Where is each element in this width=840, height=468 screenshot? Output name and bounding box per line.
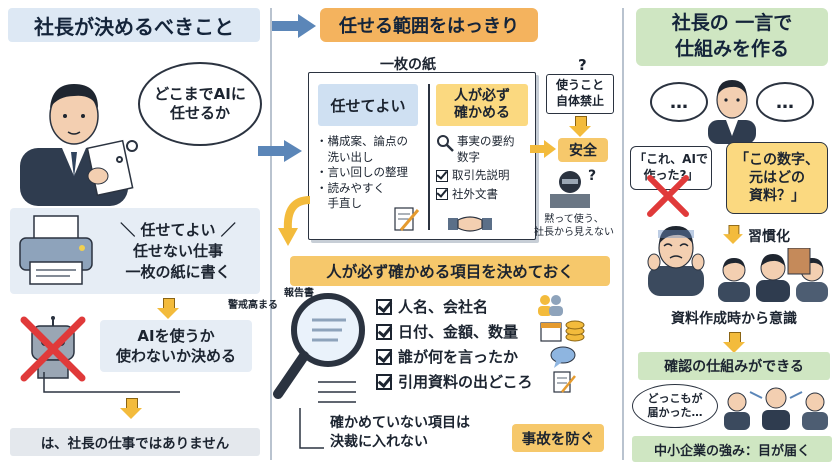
check-item-row: 人名、会社名 [376,294,536,319]
bubble-number-source: 「この数字、 元はどの 資料？」 [726,142,828,214]
dots-text: … [670,91,688,113]
check-item-row: 引用資料の出どころ [376,369,536,394]
must-item: 取引先説明 [452,168,510,183]
checkbox-icon [376,348,392,365]
must-item: 社外文書 [452,186,498,201]
habit-label: 習慣化 [748,229,790,245]
prevent-label: 事故を防ぐ [512,424,604,452]
must-item: 事実の要約 数字 [457,134,515,164]
arrow-right-icon [530,140,556,158]
team-icon [718,248,828,302]
magnifier-icon [273,293,365,399]
must-title: 人が必ず 確かめる [436,84,528,126]
checkbox-icon [436,188,448,201]
check-item: 人名、会社名 [398,298,489,316]
dots-text: … [776,91,794,113]
divider-right [622,8,624,460]
paper-divider [428,84,430,230]
not-approved-text: 確かめていない項目は 決裁に入れない [330,415,470,450]
write-on-paper-text: ＼ 任せてよい ／ 任せない仕事 一枚の紙に書く [120,220,236,281]
must-list: 事実の要約 数字 取引先説明 社外文書 [436,134,532,202]
conclusion-bar: は、社長の仕事ではありません [10,428,260,456]
ok-item: ・構成案、論点の 洗い出し [316,134,408,164]
decide-ai-use-box: AIを使うか 使わないか決める [100,320,252,372]
must-item-row: 取引先説明 [436,168,532,184]
section-title: 人が必ず確かめる項目を決めておく [290,256,610,286]
checkbox-icon [376,323,392,340]
stray-text-1: 報告書 [284,288,314,299]
team-meeting-icon [724,387,828,430]
decide-ai-use-text: AIを使うか 使わないか決める [115,326,236,365]
center-header: 任せる範囲をはっきり [320,8,538,42]
bracket-line [299,408,324,449]
awareness-text: 資料作成時から意識 [671,311,797,327]
down-arrow-icon [157,298,179,320]
ok-item: ・読みやすく 手直し [316,180,385,211]
check-item: 日付、金額、数量 [398,323,519,341]
thought-dot-1 [126,140,138,152]
ok-item: ・言い回しの整理 [316,165,408,180]
check-item: 引用資料の出どころ [398,373,533,391]
stray-text-2: 警戒高まる [228,300,278,311]
thought-text: どこまでAIに 任せるか [154,84,246,123]
checklist-lines-icon [318,381,356,403]
handshake-icon [448,216,492,232]
down-arrow-icon [120,398,142,420]
down-arrow-icon [723,332,745,354]
strength-bar: 中小企業の強み：目が届く [632,436,832,462]
check-list: 人名、会社名 日付、金額、数量 誰が何を言ったか 引用資料の出どころ [376,294,536,394]
coins-icon [565,320,585,342]
down-arrow-icon [723,225,743,245]
left-header: 社長が決めるべきこと [8,8,260,42]
prohibit-label: 使うこと 自体禁止 [546,74,614,114]
check-item-row: 日付、金額、数量 [376,319,536,344]
calendar-icon [540,322,562,342]
arrow-right-icon [258,140,302,162]
cross-icon [647,175,689,217]
magnifier-icon [437,135,454,152]
arrow-right-icon [272,14,316,38]
down-arrow-icon [569,116,591,138]
checkbox-icon [376,373,392,390]
boss-icon [708,80,756,144]
dots-bubble-right: … [756,82,814,122]
check-item: 誰が何を言ったか [398,348,519,366]
hidden-use-note: 黙って使う、 社長から見えない [534,214,614,238]
bubble-ai-made: 「これ、AIで 作った?」 [630,146,712,190]
dots-bubble-left: … [650,82,708,122]
curved-arrow-icon [278,196,311,246]
must-item-row: 社外文書 [436,187,532,203]
who-reached-bubble: どっこもが 届かった… [632,384,718,428]
sheet-title: 一枚の紙 [380,57,436,73]
loop-line [43,372,180,393]
checkbox-icon [436,169,448,182]
printer-icon [19,215,93,285]
right-header: 社長の 一言で 仕組みを作る [636,8,828,66]
mechanism-bar: 確認の仕組みができる [638,352,830,380]
thought-bubble: どこまでAIに 任せるか [138,62,262,146]
worried-man-icon [647,226,705,296]
check-item-row: 誰が何を言ったか [376,344,536,369]
speech-icon [550,346,576,368]
safe-label: 安全 [558,138,608,162]
memo-pen-icon [394,207,420,231]
people-icon [538,295,563,316]
ok-title: 任せてよい [318,84,418,126]
must-item-row: 事実の要約 数字 [436,134,532,165]
ok-list: ・構成案、論点の 洗い出し ・言い回しの整理 ・読みやすく 手直し [316,134,426,212]
divider-left [270,8,272,460]
businessman-reading-icon [20,84,134,206]
hacker-icon: ? [550,168,596,208]
checkbox-icon [376,298,392,315]
question-mark-icon: ? [578,56,587,74]
memo-icon [553,371,576,393]
robot-crossed-icon [20,316,86,382]
svg-text:?: ? [588,168,596,184]
thought-dot-2 [116,156,123,163]
